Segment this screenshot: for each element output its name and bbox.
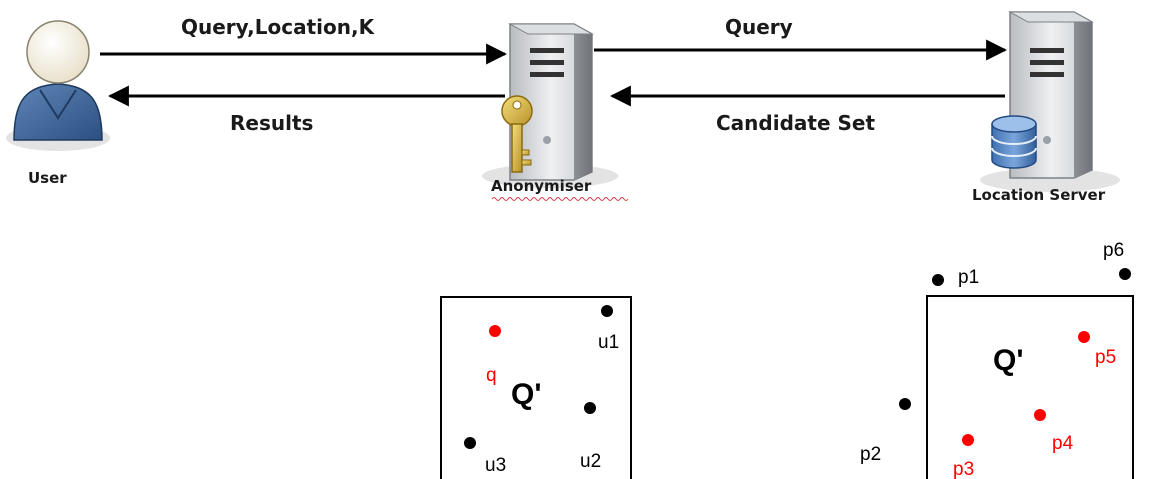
point-q-dot [489,325,501,337]
anonymiser-label: Anonymiser [491,177,592,195]
point-p2-label: p2 [860,444,881,465]
point-u1-dot [601,305,613,317]
spellcheck-underline [491,197,629,201]
location-server-label: Location Server [972,186,1106,204]
right-region-points: p1 p2 p3 p4 p5 p6 [860,240,1131,479]
arrow-label-query-location-k: Query,Location,K [181,15,376,39]
point-p5-label: p5 [1095,347,1116,368]
point-u3-label: u3 [485,455,506,476]
point-u2-dot [584,402,596,414]
left-region-points: q u1 u2 u3 [464,305,619,476]
point-p1-dot [932,274,944,286]
point-p6-label: p6 [1103,240,1124,261]
arrow-label-results: Results [230,111,313,135]
right-region-label: Q' [993,344,1023,377]
arrow-label-query: Query [725,15,793,39]
point-p1-label: p1 [958,267,979,288]
point-p5-dot [1078,331,1090,343]
point-p2-dot [899,398,911,410]
right-candidate-region [926,295,1134,479]
point-p4-label: p4 [1052,433,1074,454]
point-u1-label: u1 [598,332,619,353]
arrow-label-candidate-set: Candidate Set [716,111,875,135]
user-label: User [28,169,67,187]
user-icon [6,20,110,151]
left-cloaking-region [440,296,632,479]
left-region-label: Q' [511,378,541,411]
point-q-label: q [486,365,497,386]
database-icon [991,115,1037,169]
point-u2-label: u2 [580,451,601,472]
point-p4-dot [1034,409,1046,421]
point-p6-dot [1119,268,1131,280]
point-p3-dot [962,434,974,446]
point-u3-dot [464,437,476,449]
point-p3-label: p3 [953,459,974,479]
key-icon [501,95,533,173]
